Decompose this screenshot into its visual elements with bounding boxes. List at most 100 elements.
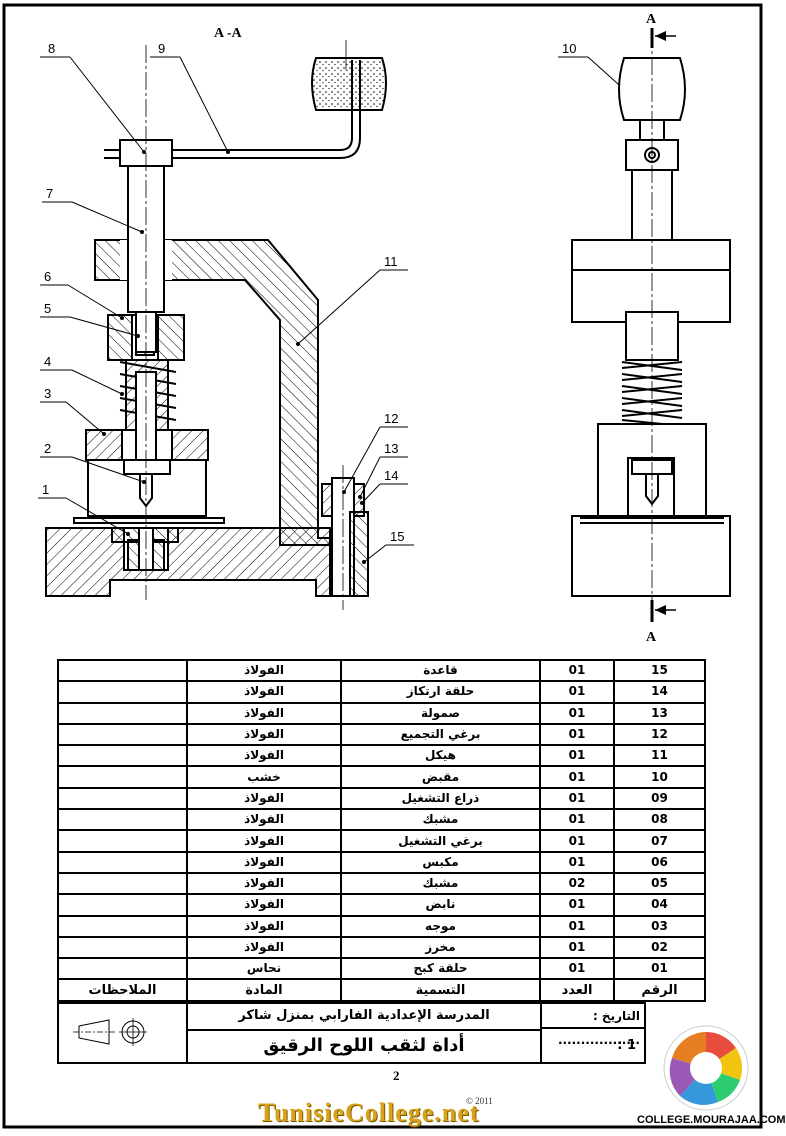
table-cell-rep: 11 [613, 744, 706, 768]
table-cell-material: الفولاذ [186, 829, 342, 853]
table-cell-name: مخرز [340, 935, 541, 960]
leader-dots [102, 91, 630, 564]
frame-part [94, 239, 331, 546]
table-cell-material: الفولاذ [186, 680, 342, 704]
table-cell-material: خشب [186, 765, 342, 789]
section-view [45, 40, 387, 610]
table-cell-remarks [57, 786, 188, 811]
table-cell-name: موجه [340, 914, 541, 938]
table-cell-name: قاعدة [340, 658, 541, 683]
table-cell-material: الفولاذ [186, 850, 342, 874]
table-cell-remarks [57, 914, 188, 938]
table-cell-rep: 13 [613, 701, 706, 725]
table-cell-rep: 09 [613, 786, 706, 811]
table-header-remarks: الملاحظات [57, 978, 188, 1002]
table-cell-qty: 01 [539, 701, 615, 725]
part-label-8: 8 [48, 41, 55, 56]
table-cell-qty: 02 [539, 871, 615, 896]
scale-field: 1 : [617, 1038, 636, 1053]
sheet-plate [73, 517, 225, 524]
table-cell-rep: 04 [613, 893, 706, 917]
table-cell-rep: 01 [613, 957, 706, 981]
side-view [571, 30, 731, 620]
table-cell-material: الفولاذ [186, 893, 342, 917]
table-cell-rep: 06 [613, 850, 706, 874]
projection-symbol-icon [73, 1018, 147, 1046]
table-cell-qty: 01 [539, 850, 615, 874]
part-label-6: 6 [44, 269, 51, 284]
table-cell-material: الفولاذ [186, 658, 342, 683]
table-cell-qty: 01 [539, 658, 615, 683]
title-block: المدرسة الإعدادية الفارابي بمنزل شاكر أد… [57, 1002, 646, 1064]
table-cell-rep: 12 [613, 722, 706, 747]
part-label-13: 13 [384, 441, 398, 456]
base-part [45, 527, 331, 597]
part-label-3: 3 [44, 386, 51, 401]
table-cell-qty: 01 [539, 744, 615, 768]
leader-lines [38, 56, 629, 563]
table-cell-material: الفولاذ [186, 722, 342, 747]
table-header-name: التسمية [340, 978, 541, 1002]
table-cell-name: نابض [340, 893, 541, 917]
handle-part [311, 57, 387, 111]
part-label-7: 7 [46, 186, 53, 201]
table-cell-material: الفولاذ [186, 935, 342, 960]
table-cell-qty: 01 [539, 680, 615, 704]
table-cell-qty: 01 [539, 935, 615, 960]
table-cell-material: الفولاذ [186, 871, 342, 896]
table-cell-qty: 01 [539, 808, 615, 832]
table-cell-remarks [57, 680, 188, 704]
table-cell-remarks [57, 765, 188, 789]
table-cell-remarks [57, 808, 188, 832]
table-cell-material: نحاس [186, 957, 342, 981]
table-cell-rep: 14 [613, 680, 706, 704]
table-cell-name: مقبض [340, 765, 541, 789]
base-side [571, 515, 731, 597]
part-label-9: 9 [158, 41, 165, 56]
table-cell-material: الفولاذ [186, 786, 342, 811]
page-frame [2, 3, 763, 1129]
school-name: المدرسة الإعدادية الفارابي بمنزل شاكر [188, 1004, 542, 1031]
table-header-rep: الرقم [613, 978, 706, 1002]
table-cell-name: حلقة ارتكاز [340, 680, 541, 704]
table-cell-name: حلقة كبح [340, 957, 541, 981]
table-cell-name: هيكل [340, 744, 541, 768]
table-cell-name: مشبك [340, 808, 541, 832]
section-mark-bottom: A [646, 630, 657, 645]
table-cell-remarks [57, 829, 188, 853]
table-header-material: المادة [186, 978, 342, 1002]
table-cell-remarks [57, 701, 188, 725]
table-cell-rep: 03 [613, 914, 706, 938]
arm-part [104, 60, 353, 151]
table-cell-name: ذراع التشغيل [340, 786, 541, 811]
section-mark-top: A [646, 12, 657, 27]
table-cell-material: الفولاذ [186, 744, 342, 768]
table-cell-name: صمولة [340, 701, 541, 725]
page-number: 2 [393, 1068, 400, 1083]
part-label-2: 2 [44, 441, 51, 456]
site-logo-icon [663, 1025, 749, 1111]
table-cell-name: مكبس [340, 850, 541, 874]
part-label-11: 11 [384, 254, 398, 269]
table-cell-qty: 01 [539, 786, 615, 811]
table-header-qty: العدد [539, 978, 615, 1002]
table-cell-remarks [57, 957, 188, 981]
table-cell-remarks [57, 893, 188, 917]
table-cell-remarks [57, 722, 188, 747]
table-cell-qty: 01 [539, 893, 615, 917]
part-label-15: 15 [390, 529, 404, 544]
